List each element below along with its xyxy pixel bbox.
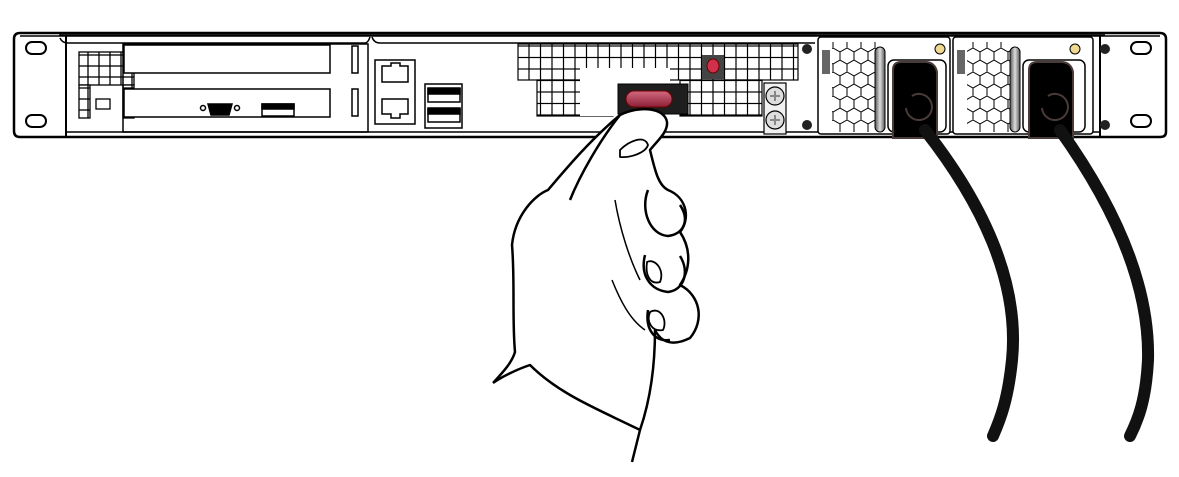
mounting-holes bbox=[25, 41, 1152, 128]
psu-handle[interactable] bbox=[1009, 46, 1021, 133]
mount-hole-left-bottom bbox=[25, 114, 47, 128]
power-plug bbox=[892, 61, 938, 139]
rj45-port-1 bbox=[381, 62, 409, 83]
power-cables bbox=[919, 124, 1155, 442]
pcie-card-bottom bbox=[123, 88, 331, 118]
usb-ports bbox=[424, 83, 463, 129]
psu-latch[interactable] bbox=[822, 50, 830, 74]
mount-hole-right-bottom bbox=[1130, 114, 1152, 128]
mount-hole-right-top bbox=[1130, 41, 1152, 55]
mount-hole-left-top bbox=[25, 41, 47, 55]
rj45-port-2 bbox=[381, 98, 409, 119]
psu-handle[interactable] bbox=[874, 46, 886, 133]
network-ports bbox=[374, 59, 416, 125]
indicator-slot bbox=[95, 98, 111, 110]
chassis-screws bbox=[802, 44, 1110, 130]
power-plug bbox=[1028, 61, 1074, 139]
status-led bbox=[702, 55, 724, 79]
ground-screws bbox=[763, 82, 787, 135]
pcie-slot-cover-top bbox=[123, 44, 331, 74]
power-supply-1 bbox=[817, 36, 951, 139]
psu-latch[interactable] bbox=[957, 50, 965, 74]
thumbnail bbox=[619, 138, 649, 158]
power-cable-1 bbox=[919, 124, 1019, 442]
power-supply-2 bbox=[952, 36, 1094, 139]
serial-port bbox=[207, 103, 233, 116]
hand-pressing-button bbox=[492, 107, 700, 463]
psu-led bbox=[934, 43, 946, 55]
pcie-slots bbox=[122, 43, 369, 133]
psu-led bbox=[1069, 43, 1081, 55]
power-cable-2 bbox=[1054, 124, 1155, 442]
